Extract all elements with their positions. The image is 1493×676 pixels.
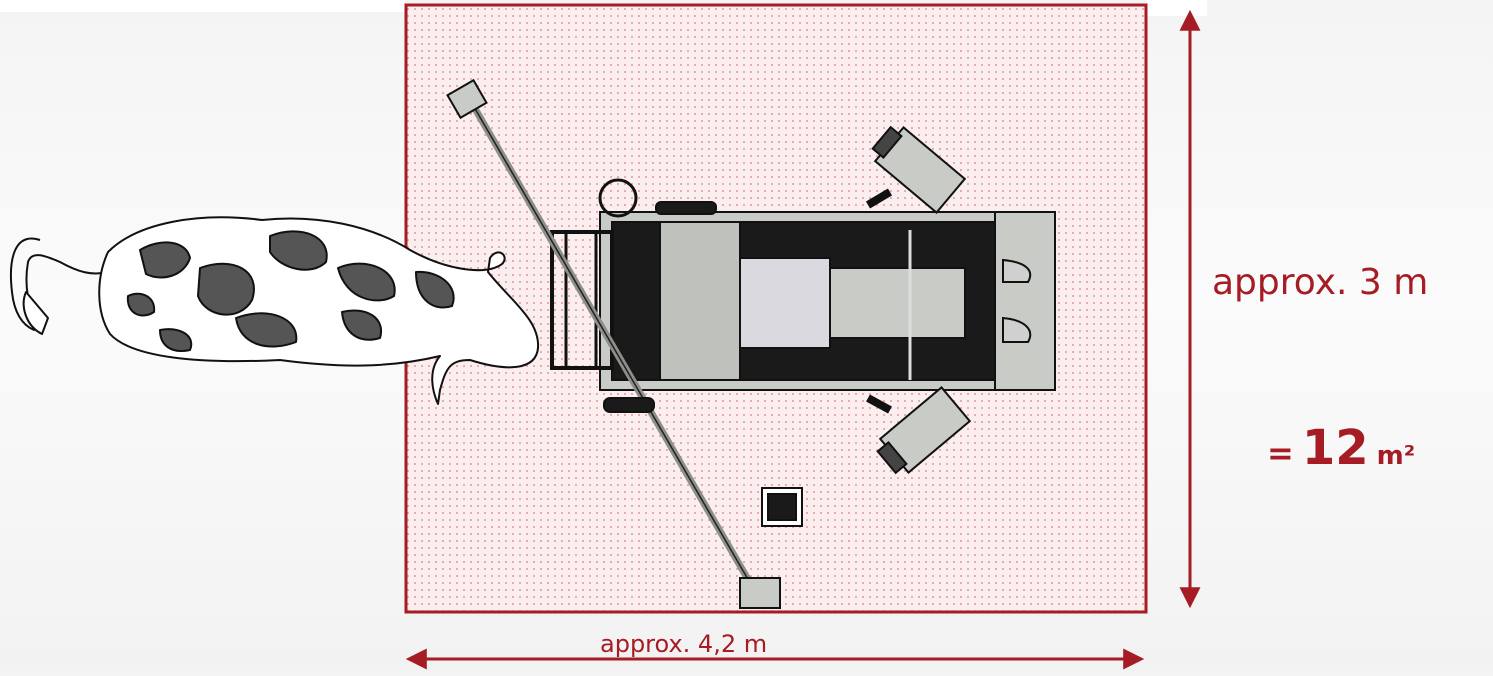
area-unit: m² (1376, 441, 1416, 471)
top-panel (0, 0, 405, 12)
area-value: 12 (1301, 420, 1369, 476)
top-panel-right (1147, 0, 1207, 16)
claw-trimming-crate-icon (446, 78, 1056, 609)
area-equals: = (1267, 434, 1294, 472)
cow-topview-icon (9, 216, 540, 405)
width-label: approx. 4,2 m (600, 630, 768, 658)
height-label: approx. 3 m (1212, 262, 1429, 303)
